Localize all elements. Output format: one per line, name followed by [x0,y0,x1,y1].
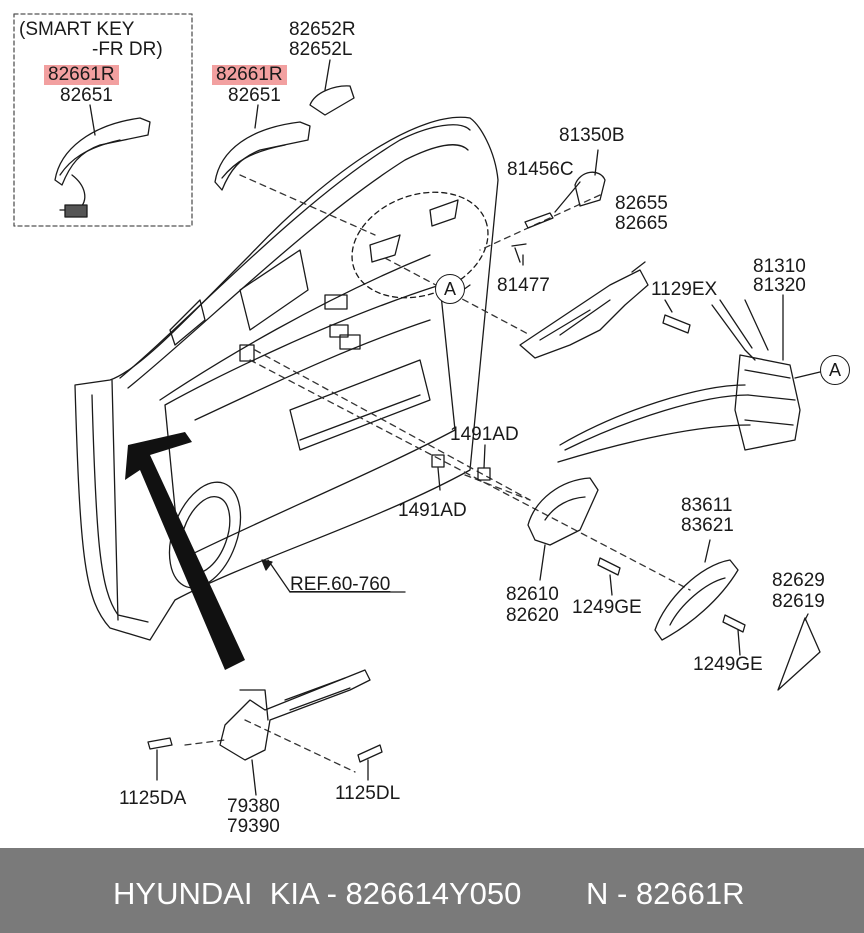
part-number-81310[interactable]: 81310 [753,256,806,277]
smart-key-box [13,13,193,227]
part-number-1125DL[interactable]: 1125DL [335,783,401,804]
outside-handle [214,121,311,191]
part-number-1491AD-bottom[interactable]: 1491AD [398,500,467,521]
part-number-1249GE-b[interactable]: 1249GE [693,654,763,675]
part-number-82610[interactable]: 82610 [506,584,559,605]
part-number-81456C[interactable]: 81456C [507,159,574,180]
part-number-81320[interactable]: 81320 [753,275,806,296]
part-number-82661R-smart[interactable]: 82661R [44,65,119,85]
part-number-81477[interactable]: 81477 [497,275,550,296]
inside-handle [527,477,599,546]
part-number-79380[interactable]: 79380 [227,796,280,817]
part-number-1491AD-top[interactable]: 1491AD [450,424,519,445]
part-number-83611[interactable]: 83611 [681,495,733,516]
footer-banner: HYUNDAI KIA - 826614Y050 N - 82661R [0,848,864,933]
part-number-82652L[interactable]: 82652L [289,39,353,60]
part-number-1129EX[interactable]: 1129EX [651,279,718,300]
lock-cables [559,384,746,446]
inside-handle-bezel [654,559,739,641]
door-checker [219,669,371,761]
front-door-label: -FR DR) [92,39,163,60]
handle-bracket [519,269,649,359]
clip [431,454,445,468]
part-number-82619[interactable]: 82619 [772,591,825,612]
part-number-81350B[interactable]: 81350B [559,125,625,146]
smart-key-handle [54,117,151,186]
handle-cover [309,85,355,116]
part-number-82661R[interactable]: 82661R [212,65,287,85]
smart-key-label: (SMART KEY [19,19,135,40]
clip [477,467,491,481]
part-number-82655[interactable]: 82655 [615,193,668,214]
part-number-82629[interactable]: 82629 [772,570,825,591]
exploded-parts-diagram [13,13,821,796]
door-latch [734,354,801,451]
part-number-1125DA[interactable]: 1125DA [119,788,187,809]
callout-a-latch: A [820,355,850,385]
footer-part-number: HYUNDAI KIA - 826614Y050 [113,876,522,911]
part-number-82651[interactable]: 82651 [228,85,281,106]
footer-reference: N - 82661R [586,876,745,911]
part-number-82652R[interactable]: 82652R [289,19,356,40]
striker-plate [574,171,606,207]
part-number-83621[interactable]: 83621 [681,515,734,536]
part-number-82620[interactable]: 82620 [506,605,559,626]
trim-piece [777,617,821,691]
check-strap [125,432,245,670]
part-number-1249GE-a[interactable]: 1249GE [572,597,642,618]
reference-link[interactable]: REF.60-760 [290,574,391,595]
part-number-79390[interactable]: 79390 [227,816,280,837]
inner-panel [164,284,456,561]
callout-a-door: A [435,274,465,304]
door-frame [74,116,499,641]
part-number-82651-smart[interactable]: 82651 [60,85,113,106]
part-number-82665[interactable]: 82665 [615,213,668,234]
